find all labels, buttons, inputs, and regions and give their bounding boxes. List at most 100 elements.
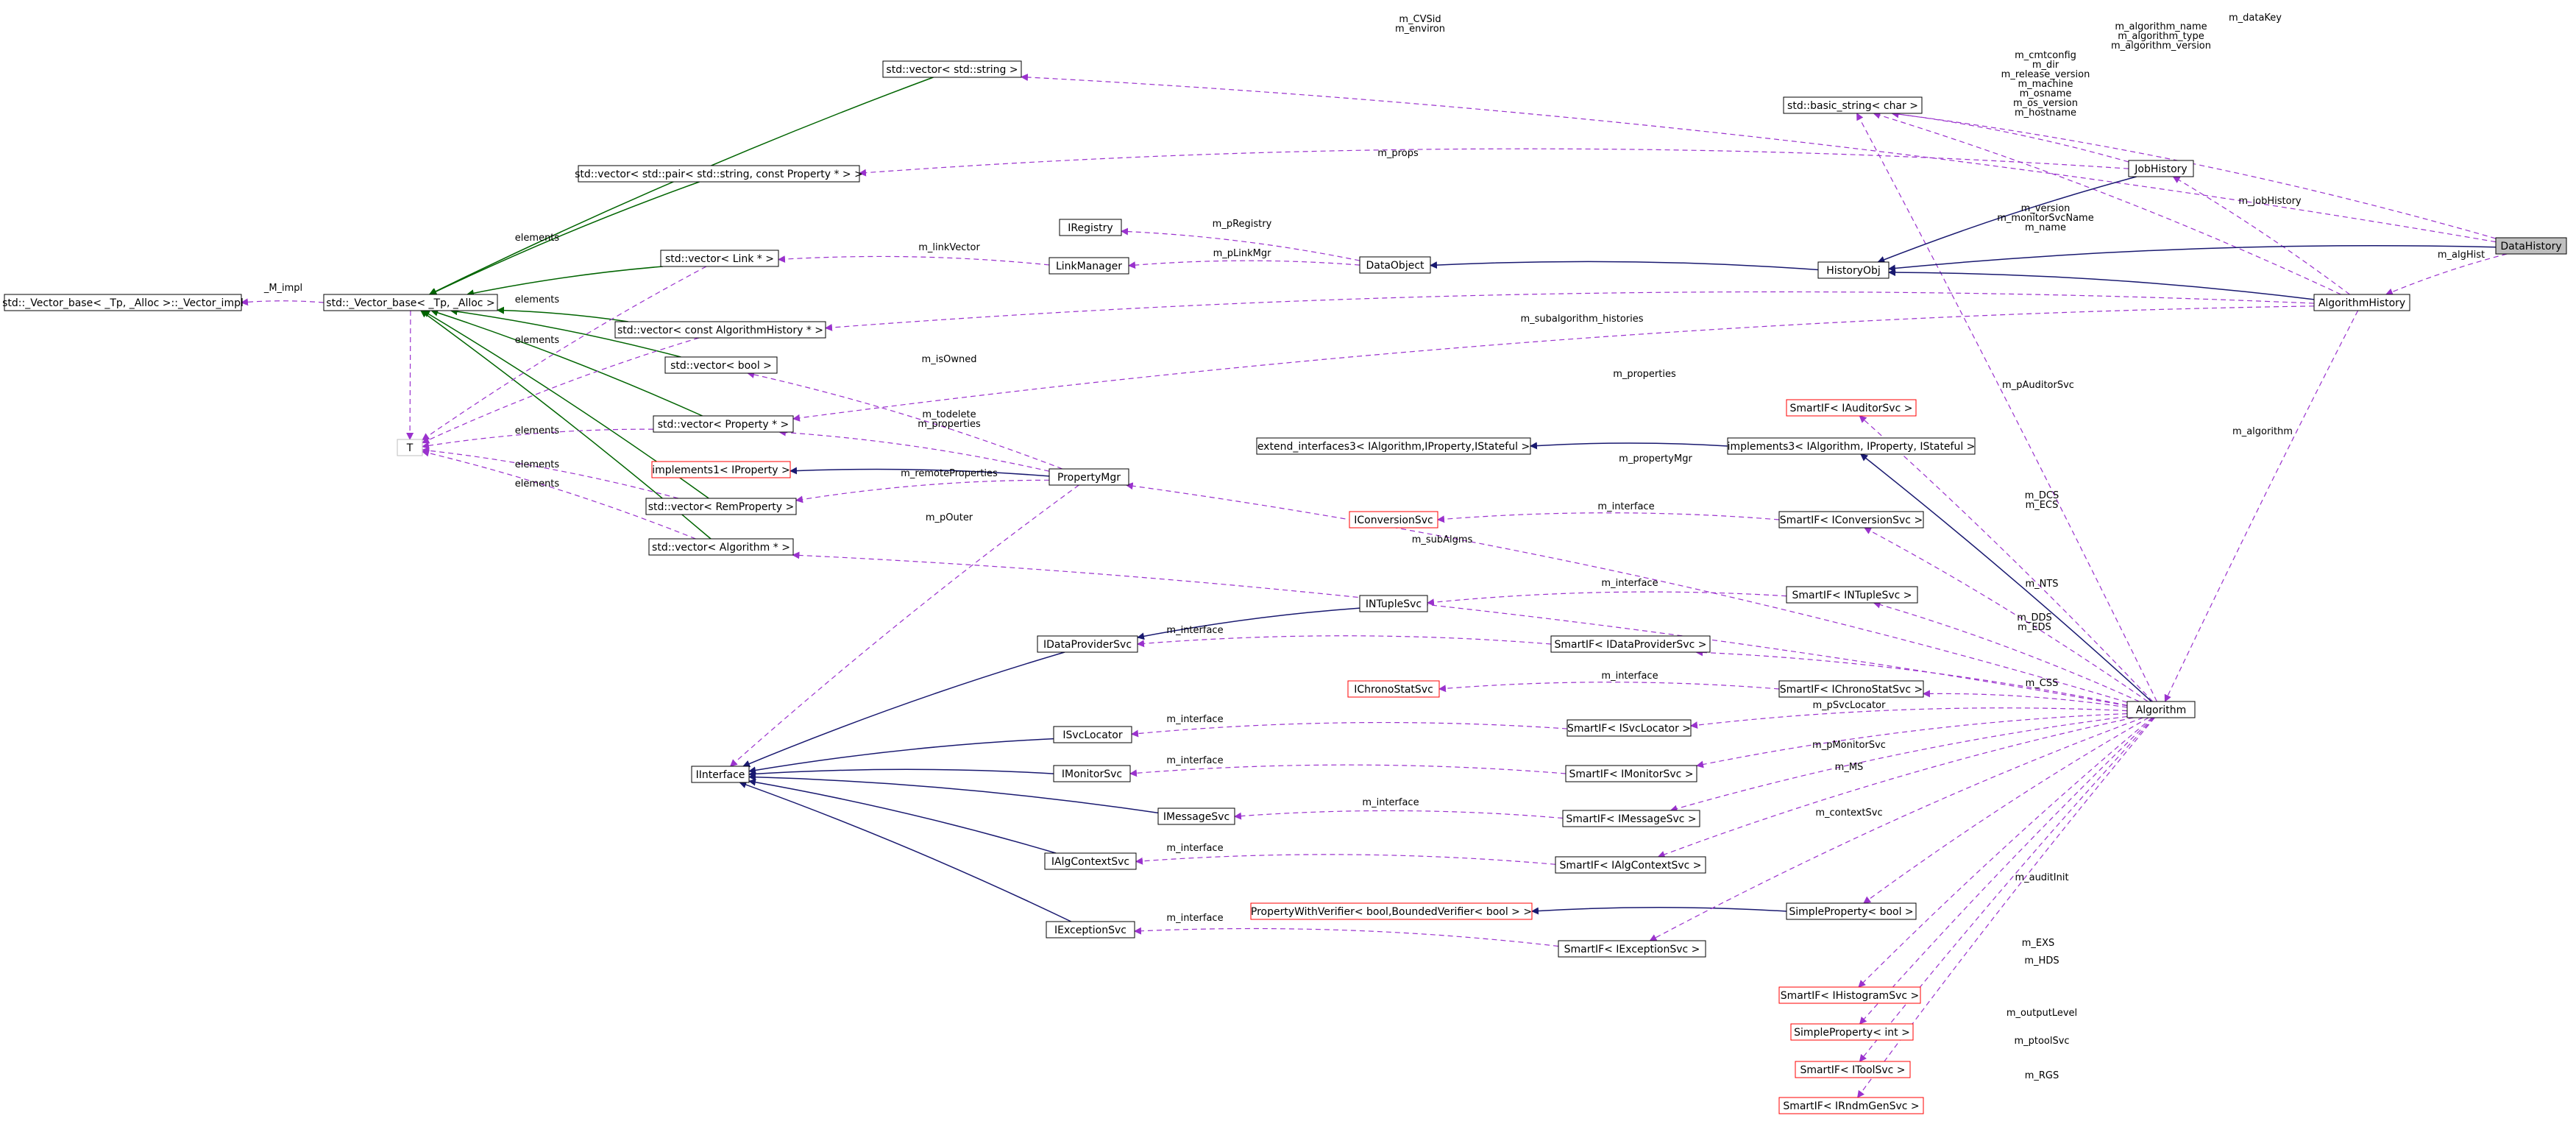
edge-label: m_pLinkMgr: [1213, 248, 1272, 259]
class-node-si-msg[interactable]: SmartIF< IMessageSvc >: [1562, 810, 1700, 827]
class-node-si-tool[interactable]: SmartIF< IToolSvc >: [1795, 1061, 1911, 1078]
edge-basic-string-to-algorithm: [1856, 113, 2157, 702]
class-node-idataprovidersvc[interactable]: IDataProviderSvc: [1037, 635, 1138, 653]
class-node-si-dp[interactable]: SmartIF< IDataProviderSvc >: [1550, 635, 1711, 653]
class-node-vec-prop[interactable]: std::vector< Property * >: [653, 415, 794, 433]
class-node-vec-link[interactable]: std::vector< Link * >: [660, 250, 779, 267]
class-name: SimpleProperty< int >: [1794, 1027, 1910, 1039]
class-node-si-svcloc[interactable]: SmartIF< ISvcLocator >: [1566, 719, 1692, 737]
edge-vec-base-impl-to-vec-base: [241, 298, 324, 306]
class-node-iexceptionsvc[interactable]: IExceptionSvc: [1046, 921, 1135, 939]
class-node-linkmanager[interactable]: LinkManager: [1049, 257, 1129, 275]
class-node-si-rndm[interactable]: SmartIF< IRndmGenSvc >: [1778, 1097, 1924, 1114]
class-node-dataobject[interactable]: DataObject: [1359, 256, 1431, 274]
class-node-isvclocator[interactable]: ISvcLocator: [1053, 726, 1132, 743]
class-node-vec-bool[interactable]: std::vector< bool >: [664, 356, 778, 374]
class-name: std::vector< Property * >: [658, 419, 790, 431]
edge-si-exc-to-algorithm: [1649, 717, 2143, 941]
class-node-ext-if3[interactable]: extend_interfaces3< IAlgorithm,IProperty…: [1256, 437, 1531, 455]
edge-label: m_contextSvc: [1815, 807, 1882, 819]
class-box: [1786, 902, 1917, 920]
class-node-iconversionsvc[interactable]: IConversionSvc: [1349, 511, 1438, 529]
class-node-vec-algh[interactable]: std::vector< const AlgorithmHistory * >: [614, 321, 826, 339]
edge-vec-link-to-linkmanager: [778, 255, 1050, 266]
edge-label: m_propertyMgr: [1619, 453, 1692, 464]
class-node-iregistry[interactable]: IRegistry: [1059, 219, 1122, 236]
class-box: [1359, 256, 1431, 274]
class-node-iinterface[interactable]: IInterface: [691, 766, 750, 783]
class-name: std::vector< std::string >: [886, 64, 1018, 76]
edge-si-mon-to-algorithm: [1696, 713, 2128, 768]
edge-iconversionsvc-to-si-conv: [1437, 512, 1780, 523]
edge-algorithm-to-algorithmhistory: [2164, 310, 2359, 702]
class-name: IRegistry: [1068, 222, 1113, 234]
class-node-si-ntuple[interactable]: SmartIF< INTupleSvc >: [1786, 586, 1918, 604]
class-node-imonitorsvc[interactable]: IMonitorSvc: [1053, 765, 1131, 782]
edge-vec-prop-to-algorithmhistory: [792, 305, 2315, 422]
class-node-si-chrono[interactable]: SmartIF< IChronoStatSvc >: [1778, 680, 1924, 698]
edge-labels-layer: m_CVSidm_environm_dataKeym_algorithm_nam…: [263, 13, 2485, 1081]
class-node-pwv[interactable]: PropertyWithVerifier< bool,BoundedVerifi…: [1250, 902, 1533, 920]
class-node-vec-base[interactable]: std::_Vector_base< _Tp, _Alloc >: [323, 294, 498, 311]
class-node-impl3[interactable]: implements3< IAlgorithm, IProperty, ISta…: [1727, 437, 1976, 455]
class-node-sp-int[interactable]: SimpleProperty< int >: [1790, 1023, 1914, 1041]
edge-label: m_pRegistry: [1213, 219, 1272, 230]
class-node-jobhistory[interactable]: JobHistory: [2128, 160, 2194, 177]
class-node-si-hist[interactable]: SmartIF< IHistogramSvc >: [1778, 986, 1921, 1004]
edge-t-to-vec-prop: [422, 428, 654, 450]
class-node-si-exc[interactable]: SmartIF< IExceptionSvc >: [1558, 940, 1706, 958]
class-node-datahistory[interactable]: DataHistory: [2495, 237, 2567, 255]
class-node-algorithm[interactable]: Algorithm: [2126, 701, 2196, 718]
class-box: [1157, 807, 1235, 825]
class-box: [1562, 810, 1700, 827]
class-node-vec-base-impl[interactable]: std::_Vector_base< _Tp, _Alloc >::_Vecto…: [2, 294, 244, 311]
class-box: [1044, 852, 1137, 870]
edge-label: m_interface: [1166, 913, 1223, 924]
class-node-imessagesvc[interactable]: IMessageSvc: [1157, 807, 1235, 825]
edge-label: m_properties: [1613, 369, 1676, 380]
class-node-ichronostatsvc[interactable]: IChronoStatSvc: [1347, 680, 1440, 698]
edge-label: m_dataKey: [2229, 13, 2282, 24]
class-node-t[interactable]: T: [397, 439, 423, 456]
edge-label: m_algorithm_version: [2111, 40, 2211, 52]
class-node-si-ctx[interactable]: SmartIF< IAlgContextSvc >: [1555, 856, 1706, 874]
class-node-algorithmhistory[interactable]: AlgorithmHistory: [2313, 294, 2410, 311]
class-node-sp-bool[interactable]: SimpleProperty< bool >: [1786, 902, 1917, 920]
class-node-si-mon[interactable]: SmartIF< IMonitorSvc >: [1565, 765, 1697, 782]
edge-label: m_version: [2021, 203, 2071, 214]
edge-iinterface-to-isvclocator: [748, 738, 1054, 774]
class-node-vec-alg[interactable]: std::vector< Algorithm * >: [648, 538, 794, 556]
class-node-intuplesvc[interactable]: INTupleSvc: [1359, 595, 1428, 612]
edge-iinterface-to-imonitorsvc: [748, 768, 1054, 778]
edge-sp-bool-to-algorithm: [1863, 717, 2149, 904]
class-box: [1778, 1097, 1924, 1114]
class-box: [1786, 399, 1917, 417]
edge-historyobj-to-datahistory: [1888, 244, 2497, 272]
class-name: IConversionSvc: [1354, 515, 1433, 526]
edge-label: m_outputLevel: [2006, 1008, 2077, 1019]
class-node-propertymgr[interactable]: PropertyMgr: [1049, 468, 1129, 486]
class-node-vec-remprop[interactable]: std::vector< RemProperty >: [645, 498, 797, 515]
class-node-ialgcontextsvc[interactable]: IAlgContextSvc: [1044, 852, 1137, 870]
class-node-basic-string[interactable]: std::basic_string< char >: [1783, 96, 1923, 114]
class-box: [645, 498, 797, 515]
edge-imessagesvc-to-si-msg: [1234, 810, 1564, 820]
class-node-vec-string[interactable]: std::vector< std::string >: [882, 60, 1022, 78]
class-node-si-conv[interactable]: SmartIF< IConversionSvc >: [1778, 511, 1924, 529]
edge-vec-alg-to-algorithm: [792, 551, 2128, 707]
class-box: [660, 250, 779, 267]
class-node-historyobj[interactable]: HistoryObj: [1817, 261, 1890, 279]
edge-label: m_pSvcLocator: [1813, 700, 1887, 711]
class-name: SmartIF< IAlgContextSvc >: [1559, 860, 1701, 872]
class-name: std::_Vector_base< _Tp, _Alloc >: [326, 297, 494, 309]
edge-t-to-vec-link: [422, 266, 707, 441]
edge-label: m_osname: [2020, 88, 2072, 99]
class-node-si-auditor[interactable]: SmartIF< IAuditorSvc >: [1786, 399, 1917, 417]
class-node-vec-pair[interactable]: std::vector< std::pair< std::string, con…: [575, 165, 863, 183]
edge-label: m_interface: [1601, 578, 1658, 589]
edge-label: m_interface: [1166, 755, 1223, 766]
class-name: IInterface: [696, 769, 745, 781]
class-name: std::vector< std::pair< std::string, con…: [575, 169, 863, 180]
class-node-impl1[interactable]: implements1< IProperty >: [651, 461, 791, 478]
class-name: SmartIF< IMonitorSvc >: [1569, 768, 1693, 780]
